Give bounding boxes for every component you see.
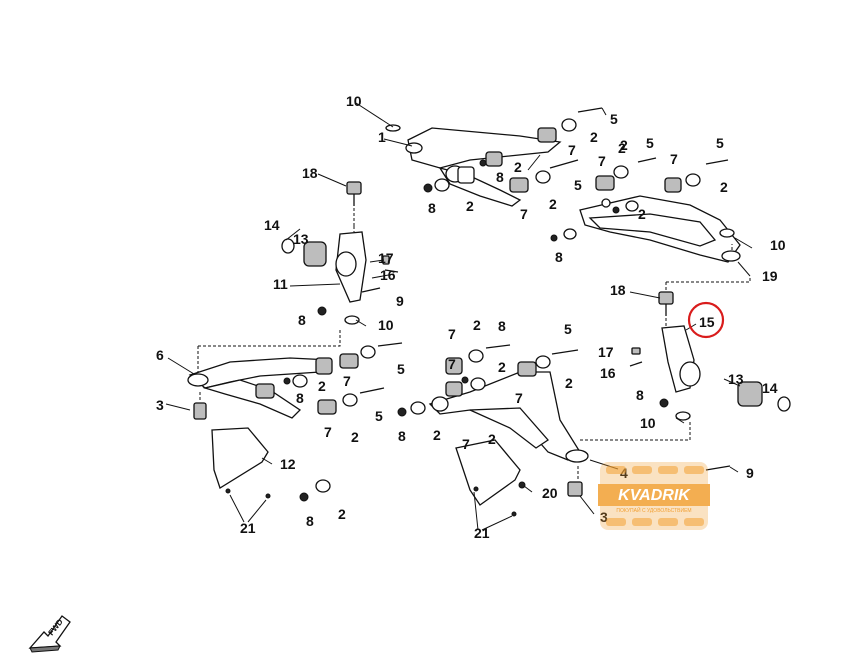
callout-5: 5 xyxy=(646,135,654,151)
callout-7: 7 xyxy=(462,436,470,452)
callout-7: 7 xyxy=(520,206,528,222)
callout-2: 2 xyxy=(351,429,359,445)
callout-19: 19 xyxy=(762,268,778,284)
callout-2: 2 xyxy=(318,378,326,394)
callout-14: 14 xyxy=(762,380,778,396)
lower-a-arm-left xyxy=(187,342,403,502)
callout-8: 8 xyxy=(428,200,436,216)
callout-5: 5 xyxy=(397,361,405,377)
callout-3: 3 xyxy=(156,397,164,413)
callout-2: 2 xyxy=(473,317,481,333)
callout-2: 2 xyxy=(466,198,474,214)
steering-knuckle-left xyxy=(281,231,399,325)
callout-7: 7 xyxy=(448,326,456,342)
callout-5: 5 xyxy=(716,135,724,151)
callout-7: 7 xyxy=(598,153,606,169)
callout-2: 2 xyxy=(618,140,626,156)
callout-16: 16 xyxy=(380,267,396,283)
callout-20: 20 xyxy=(542,485,558,501)
callout-18: 18 xyxy=(302,165,318,181)
upper-a-arm-assembly xyxy=(385,124,741,263)
callout-3: 3 xyxy=(600,509,608,525)
callout-7: 7 xyxy=(448,356,456,372)
ball-joint-lower-right xyxy=(658,291,674,316)
callout-13: 13 xyxy=(728,371,744,387)
callout-8: 8 xyxy=(306,513,314,529)
callout-2: 2 xyxy=(638,206,646,222)
callout-10: 10 xyxy=(346,93,362,109)
lower-a-arm-center xyxy=(397,344,731,517)
watermark-brand: KVADRIK xyxy=(618,487,691,504)
callout-7: 7 xyxy=(343,373,351,389)
callout-9: 9 xyxy=(746,465,754,481)
callout-16: 16 xyxy=(600,365,616,381)
watermark-tagline: ПОКУПАЙ С УДОВОЛЬСТВИЕМ xyxy=(616,506,691,514)
callout-2: 2 xyxy=(498,359,506,375)
callout-6: 6 xyxy=(156,347,164,363)
callout-2: 2 xyxy=(620,137,628,153)
callout-2: 2 xyxy=(590,129,598,145)
callout-8: 8 xyxy=(498,318,506,334)
callout-1: 1 xyxy=(378,129,386,145)
callout-2: 2 xyxy=(488,431,496,447)
highlight-ring xyxy=(687,301,725,339)
callout-7: 7 xyxy=(324,424,332,440)
callout-2: 2 xyxy=(514,159,522,175)
callout-15: 15 xyxy=(699,314,715,330)
callout-8: 8 xyxy=(398,428,406,444)
callout-2: 2 xyxy=(338,506,346,522)
callout-5: 5 xyxy=(610,111,618,127)
callout-8: 8 xyxy=(298,312,306,328)
callout-12: 12 xyxy=(280,456,296,472)
callout-18: 18 xyxy=(610,282,626,298)
callout-17: 17 xyxy=(598,344,614,360)
ball-joint-upper xyxy=(346,181,362,206)
callout-8: 8 xyxy=(555,249,563,265)
callout-10: 10 xyxy=(378,317,394,333)
front-direction-arrow-icon xyxy=(28,615,71,653)
callout-5: 5 xyxy=(375,408,383,424)
assembly-dashed-lines xyxy=(197,208,751,480)
callout-17: 17 xyxy=(378,250,394,266)
callout-5: 5 xyxy=(574,177,582,193)
callout-21: 21 xyxy=(474,525,490,541)
steering-knuckle-right xyxy=(629,325,791,421)
callout-7: 7 xyxy=(670,151,678,167)
leader-lines xyxy=(165,102,753,531)
kvadrik-watermark xyxy=(598,462,710,530)
callout-2: 2 xyxy=(549,196,557,212)
callout-7: 7 xyxy=(515,390,523,406)
callout-8: 8 xyxy=(296,390,304,406)
bushings-top xyxy=(423,107,729,242)
callout-8: 8 xyxy=(496,169,504,185)
callout-8: 8 xyxy=(636,387,644,403)
callout-2: 2 xyxy=(720,179,728,195)
callout-5: 5 xyxy=(564,321,572,337)
callout-2: 2 xyxy=(565,375,573,391)
callout-14: 14 xyxy=(264,217,280,233)
callout-9: 9 xyxy=(396,293,404,309)
callout-11: 11 xyxy=(273,276,288,292)
callout-2: 2 xyxy=(433,427,441,443)
callout-7: 7 xyxy=(568,142,576,158)
callout-10: 10 xyxy=(640,415,656,431)
callout-10: 10 xyxy=(770,237,786,253)
callout-13: 13 xyxy=(293,231,309,247)
callout-21: 21 xyxy=(240,520,256,536)
